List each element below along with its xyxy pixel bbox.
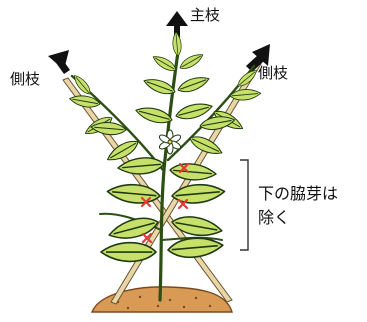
bracket	[240, 159, 249, 251]
cut-mark-icon	[178, 162, 190, 174]
flower-icon	[158, 129, 182, 155]
side-branch-left-label: 側枝	[10, 70, 41, 88]
arrow-left-icon	[48, 50, 70, 74]
remove-note: 下の脇芽は 除く	[258, 182, 358, 230]
soil-mound	[90, 286, 233, 313]
arrow-right-icon	[246, 44, 270, 72]
cut-mark-icon	[140, 196, 152, 208]
remove-note-line1: 下の脇芽は	[258, 184, 339, 203]
soil-dots	[116, 295, 212, 310]
cut-marks	[140, 162, 190, 244]
cut-mark-icon	[177, 198, 189, 210]
main-branch-label: 主枝	[190, 6, 221, 24]
cut-mark-icon	[141, 232, 153, 244]
remove-note-line2: 除く	[258, 208, 291, 227]
side-branch-right-label: 側枝	[258, 64, 289, 82]
